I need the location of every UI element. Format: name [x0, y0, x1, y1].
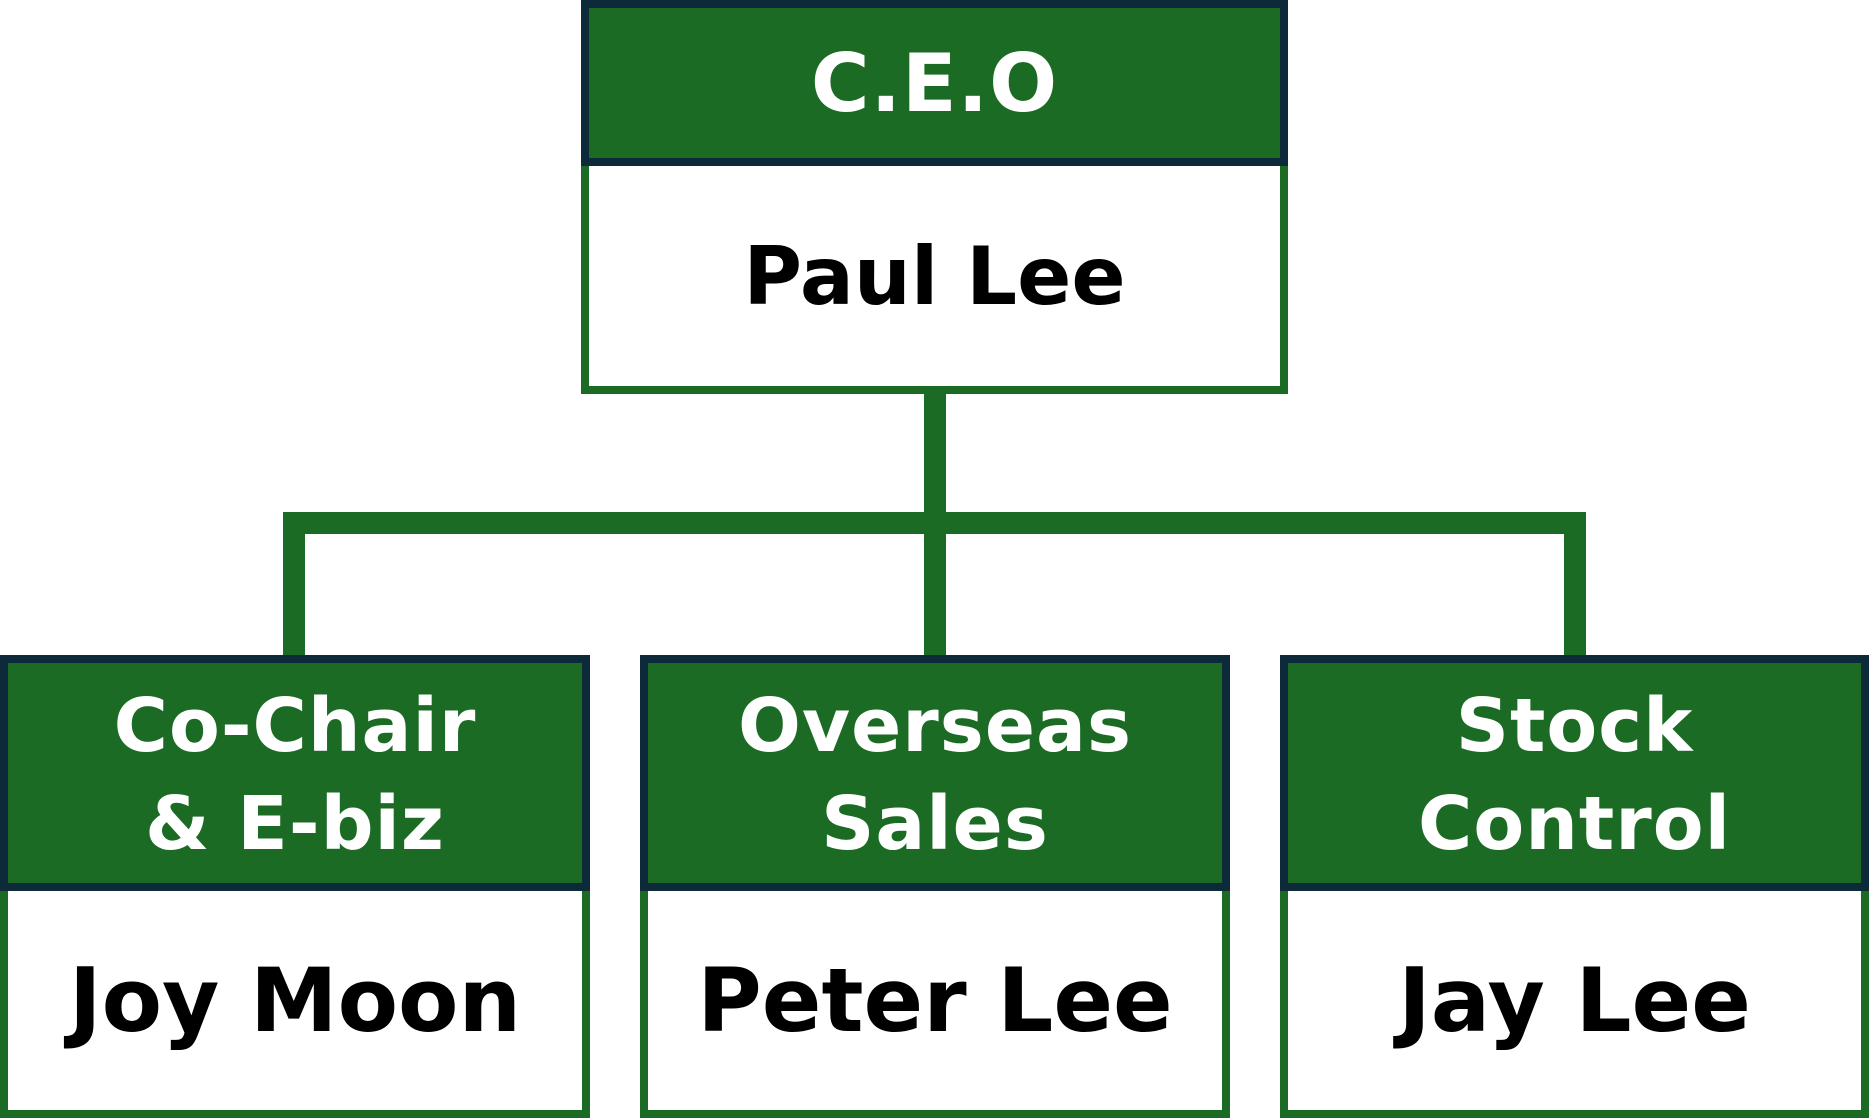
stock-control-title-header: Stock Control: [1280, 655, 1869, 891]
cochair-title-line2: & E-biz: [145, 781, 445, 867]
stock-control-name-box: Jay Lee: [1280, 891, 1869, 1118]
overseas-sales-node: Overseas Sales Peter Lee: [640, 655, 1230, 1118]
connector-right-drop: [1564, 512, 1586, 658]
cochair-title-line1: Co-Chair: [113, 683, 477, 769]
ceo-name-box: Paul Lee: [581, 166, 1288, 394]
connector-bar: [283, 512, 1586, 534]
cochair-name-box: Joy Moon: [0, 891, 590, 1118]
stock-control-node: Stock Control Jay Lee: [1280, 655, 1869, 1118]
stock-control-title-line2: Control: [1418, 781, 1731, 867]
overseas-sales-name: Peter Lee: [697, 949, 1173, 1052]
cochair-name: Joy Moon: [68, 949, 522, 1052]
overseas-sales-title-header: Overseas Sales: [640, 655, 1230, 891]
ceo-node: C.E.O Paul Lee: [581, 0, 1288, 394]
overseas-sales-title-line1: Overseas: [737, 683, 1133, 769]
cochair-title-header: Co-Chair & E-biz: [0, 655, 590, 891]
ceo-title-header: C.E.O: [581, 0, 1288, 166]
overseas-sales-name-box: Peter Lee: [640, 891, 1230, 1118]
stock-control-name: Jay Lee: [1398, 949, 1751, 1052]
stock-control-title-line1: Stock: [1455, 683, 1694, 769]
overseas-sales-title-line2: Sales: [821, 781, 1049, 867]
ceo-name: Paul Lee: [743, 229, 1126, 323]
connector-left-drop: [283, 512, 305, 658]
cochair-node: Co-Chair & E-biz Joy Moon: [0, 655, 590, 1118]
ceo-title: C.E.O: [810, 36, 1059, 130]
